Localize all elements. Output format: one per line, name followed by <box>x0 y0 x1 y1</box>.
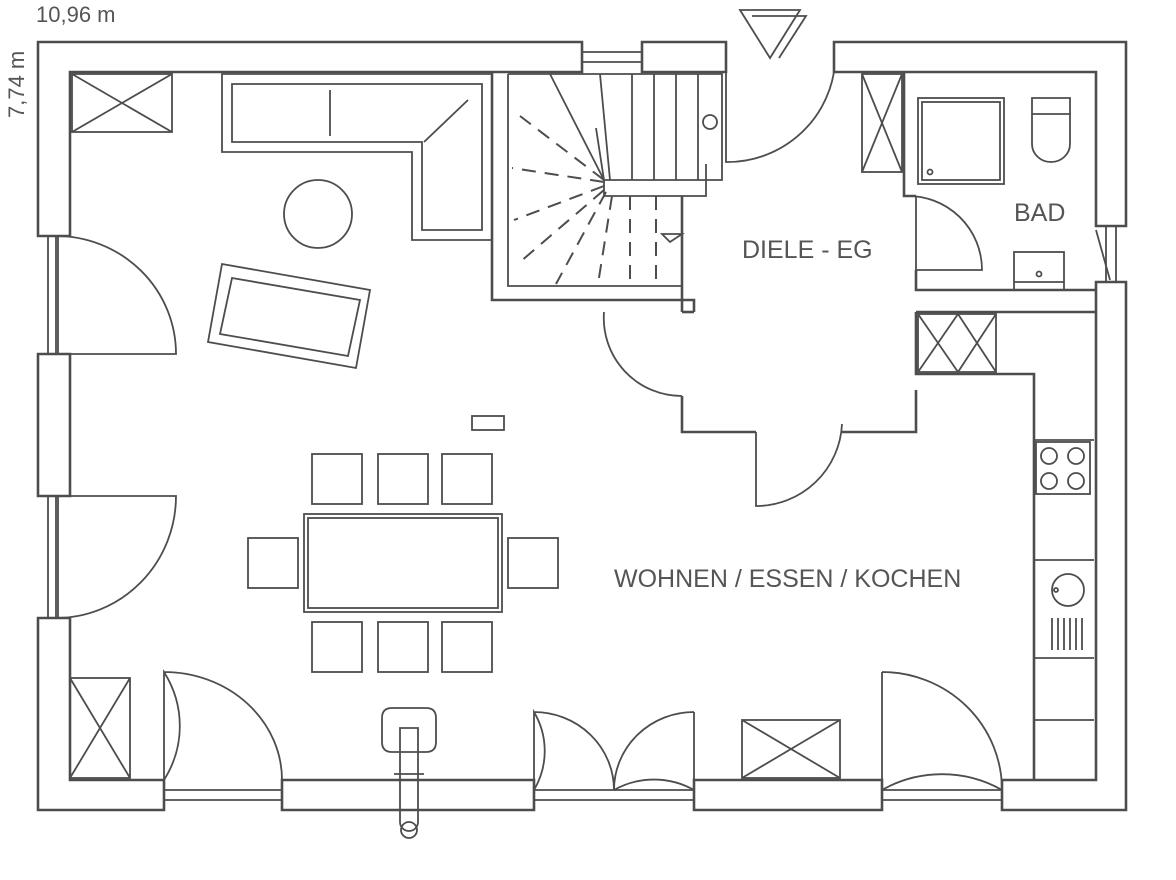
doors <box>55 71 1003 794</box>
room-label-living: WOHNEN / ESSEN / KOCHEN <box>614 565 961 593</box>
bathroom-fixtures <box>917 97 1071 291</box>
width-dimension-label: 10,96 m <box>36 2 116 27</box>
windows <box>47 51 1117 801</box>
sofa <box>221 73 493 241</box>
cross-cabinets <box>69 73 997 779</box>
room-label-bath: BAD <box>1014 199 1065 227</box>
depth-dimension-label: 7,74 m <box>4 51 29 118</box>
armchair <box>206 262 372 370</box>
stove <box>381 707 437 839</box>
room-label-hall: DIELE - EG <box>742 236 873 264</box>
kitchen-counter <box>1034 439 1094 721</box>
coffee-table <box>283 179 353 249</box>
entrance-triangle-icon <box>738 9 808 60</box>
wall-socket <box>471 415 505 431</box>
staircase <box>507 73 723 287</box>
exterior-walls <box>36 40 1128 812</box>
interior-walls <box>490 72 1096 780</box>
dining-set <box>247 453 559 673</box>
